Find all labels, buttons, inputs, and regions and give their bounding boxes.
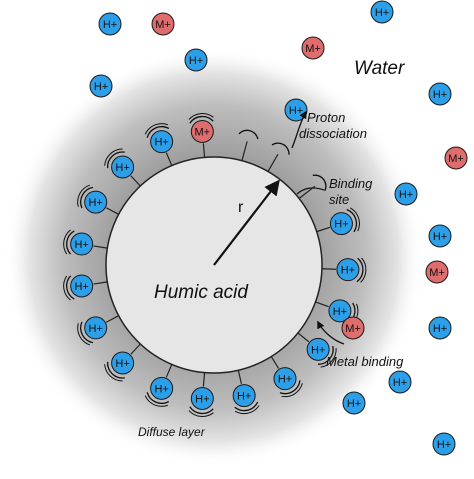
metal-ion-label: M+ bbox=[305, 43, 321, 55]
proton-label: H+ bbox=[189, 55, 203, 67]
bound-proton: H+ bbox=[274, 368, 296, 390]
proton-label: H+ bbox=[437, 439, 451, 451]
proton-label: H+ bbox=[74, 281, 88, 293]
bound-proton: H+ bbox=[112, 352, 134, 374]
proton-label: H+ bbox=[433, 231, 447, 243]
free-metal-ion: M+ bbox=[302, 37, 324, 59]
proton-label: H+ bbox=[88, 197, 102, 209]
proton-label: H+ bbox=[433, 323, 447, 335]
radius-label: r bbox=[238, 199, 244, 216]
proton-label: H+ bbox=[115, 162, 129, 174]
metal-ion-label: M+ bbox=[155, 19, 171, 31]
proton-label: H+ bbox=[311, 344, 325, 356]
proton-label: H+ bbox=[195, 393, 209, 405]
proton-label: H+ bbox=[433, 89, 447, 101]
bound-proton: H+ bbox=[85, 191, 107, 213]
bound-proton: H+ bbox=[191, 387, 213, 409]
bound-proton: H+ bbox=[233, 385, 255, 407]
metal-ion-label: M+ bbox=[195, 127, 211, 139]
free-proton: H+ bbox=[429, 225, 451, 247]
binding-site-label-line1: Binding bbox=[329, 176, 373, 191]
bound-proton: H+ bbox=[85, 317, 107, 339]
proton-label: H+ bbox=[393, 377, 407, 389]
proton-label: H+ bbox=[237, 391, 251, 403]
free-proton: H+ bbox=[185, 49, 207, 71]
free-proton: H+ bbox=[389, 371, 411, 393]
proton-label: H+ bbox=[341, 265, 355, 277]
free-metal-ion: M+ bbox=[426, 261, 448, 283]
bound-proton: H+ bbox=[112, 156, 134, 178]
bound-proton: H+ bbox=[71, 275, 93, 297]
proton-label: H+ bbox=[154, 383, 168, 395]
bound-proton: H+ bbox=[337, 259, 359, 281]
metal-ion-label: M+ bbox=[345, 323, 361, 335]
free-proton: H+ bbox=[395, 183, 417, 205]
binding-site-label-line2: site bbox=[329, 192, 349, 207]
proton-label: H+ bbox=[334, 219, 348, 231]
free-metal-ion: M+ bbox=[152, 13, 174, 35]
metal-binding-label: Metal binding bbox=[326, 354, 404, 369]
diffuse-layer-label: Diffuse layer bbox=[138, 425, 206, 439]
free-proton: H+ bbox=[429, 317, 451, 339]
free-proton: H+ bbox=[99, 13, 121, 35]
bound-proton: H+ bbox=[71, 233, 93, 255]
proton-label: H+ bbox=[399, 189, 413, 201]
proton-label: H+ bbox=[88, 323, 102, 335]
proton-label: H+ bbox=[115, 358, 129, 370]
proton-label: H+ bbox=[375, 7, 389, 19]
proton-label: H+ bbox=[347, 398, 361, 410]
bound-metal-ion: M+ bbox=[191, 121, 213, 143]
free-proton: H+ bbox=[429, 83, 451, 105]
bound-proton: H+ bbox=[151, 131, 173, 153]
proton-dissociation-label-line2: dissociation bbox=[299, 126, 367, 141]
metal-ion-label: M+ bbox=[448, 153, 464, 165]
free-proton: H+ bbox=[433, 433, 455, 455]
proton-label: H+ bbox=[278, 374, 292, 386]
proton-dissociation-label-line1: Proton bbox=[307, 110, 345, 125]
bound-proton: H+ bbox=[151, 377, 173, 399]
proton-label: H+ bbox=[289, 105, 303, 117]
bound-proton: H+ bbox=[330, 213, 352, 235]
free-metal-ion: M+ bbox=[342, 317, 364, 339]
proton-label: H+ bbox=[103, 19, 117, 31]
free-proton: H+ bbox=[371, 1, 393, 23]
proton-label: H+ bbox=[154, 137, 168, 149]
humic-acid-label: Humic acid bbox=[154, 282, 249, 303]
free-metal-ion: M+ bbox=[445, 147, 467, 169]
water-label: Water bbox=[354, 58, 405, 79]
free-proton: H+ bbox=[90, 75, 112, 97]
free-proton: H+ bbox=[343, 392, 365, 414]
proton-label: H+ bbox=[74, 239, 88, 251]
metal-ion-label: M+ bbox=[429, 267, 445, 279]
proton-label: H+ bbox=[333, 306, 347, 318]
proton-label: H+ bbox=[94, 81, 108, 93]
